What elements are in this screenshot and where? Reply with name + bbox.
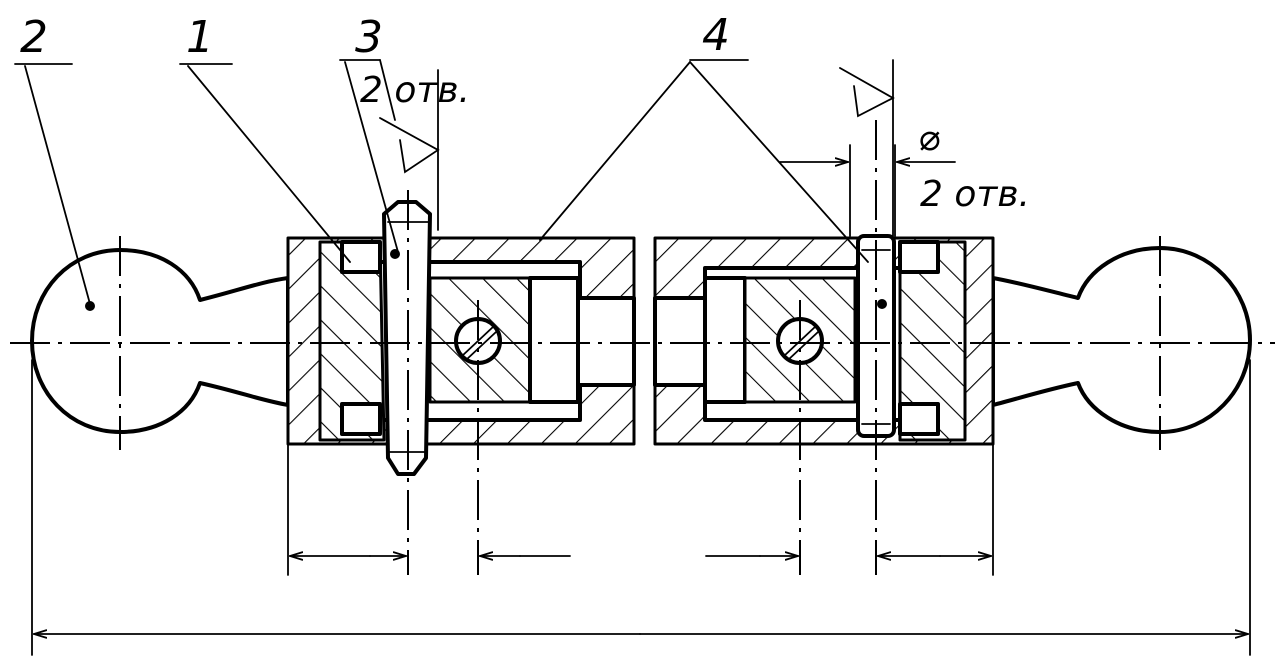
- note-holes-right: 2 отв.: [920, 174, 1030, 215]
- part-labels: 2 1 3 4 2 отв. ⌀ 2 отв.: [20, 10, 1030, 215]
- left-ball-handle: [30, 248, 290, 434]
- label-part-1: 1: [186, 12, 214, 63]
- diameter-symbol: ⌀: [918, 118, 940, 159]
- left-taper-pin: [382, 190, 432, 575]
- surface-finish-marks: [379, 59, 895, 237]
- note-holes-left: 2 отв.: [360, 70, 470, 111]
- left-housing: [286, 236, 636, 446]
- label-part-4: 4: [702, 10, 730, 61]
- dimension-lines: [31, 144, 1251, 656]
- right-housing: [653, 236, 995, 446]
- leader-lines: [14, 59, 869, 311]
- label-part-2: 2: [20, 12, 48, 63]
- right-ball-handle: [991, 246, 1252, 434]
- center-lines: [10, 120, 1275, 575]
- label-part-3: 3: [355, 12, 383, 63]
